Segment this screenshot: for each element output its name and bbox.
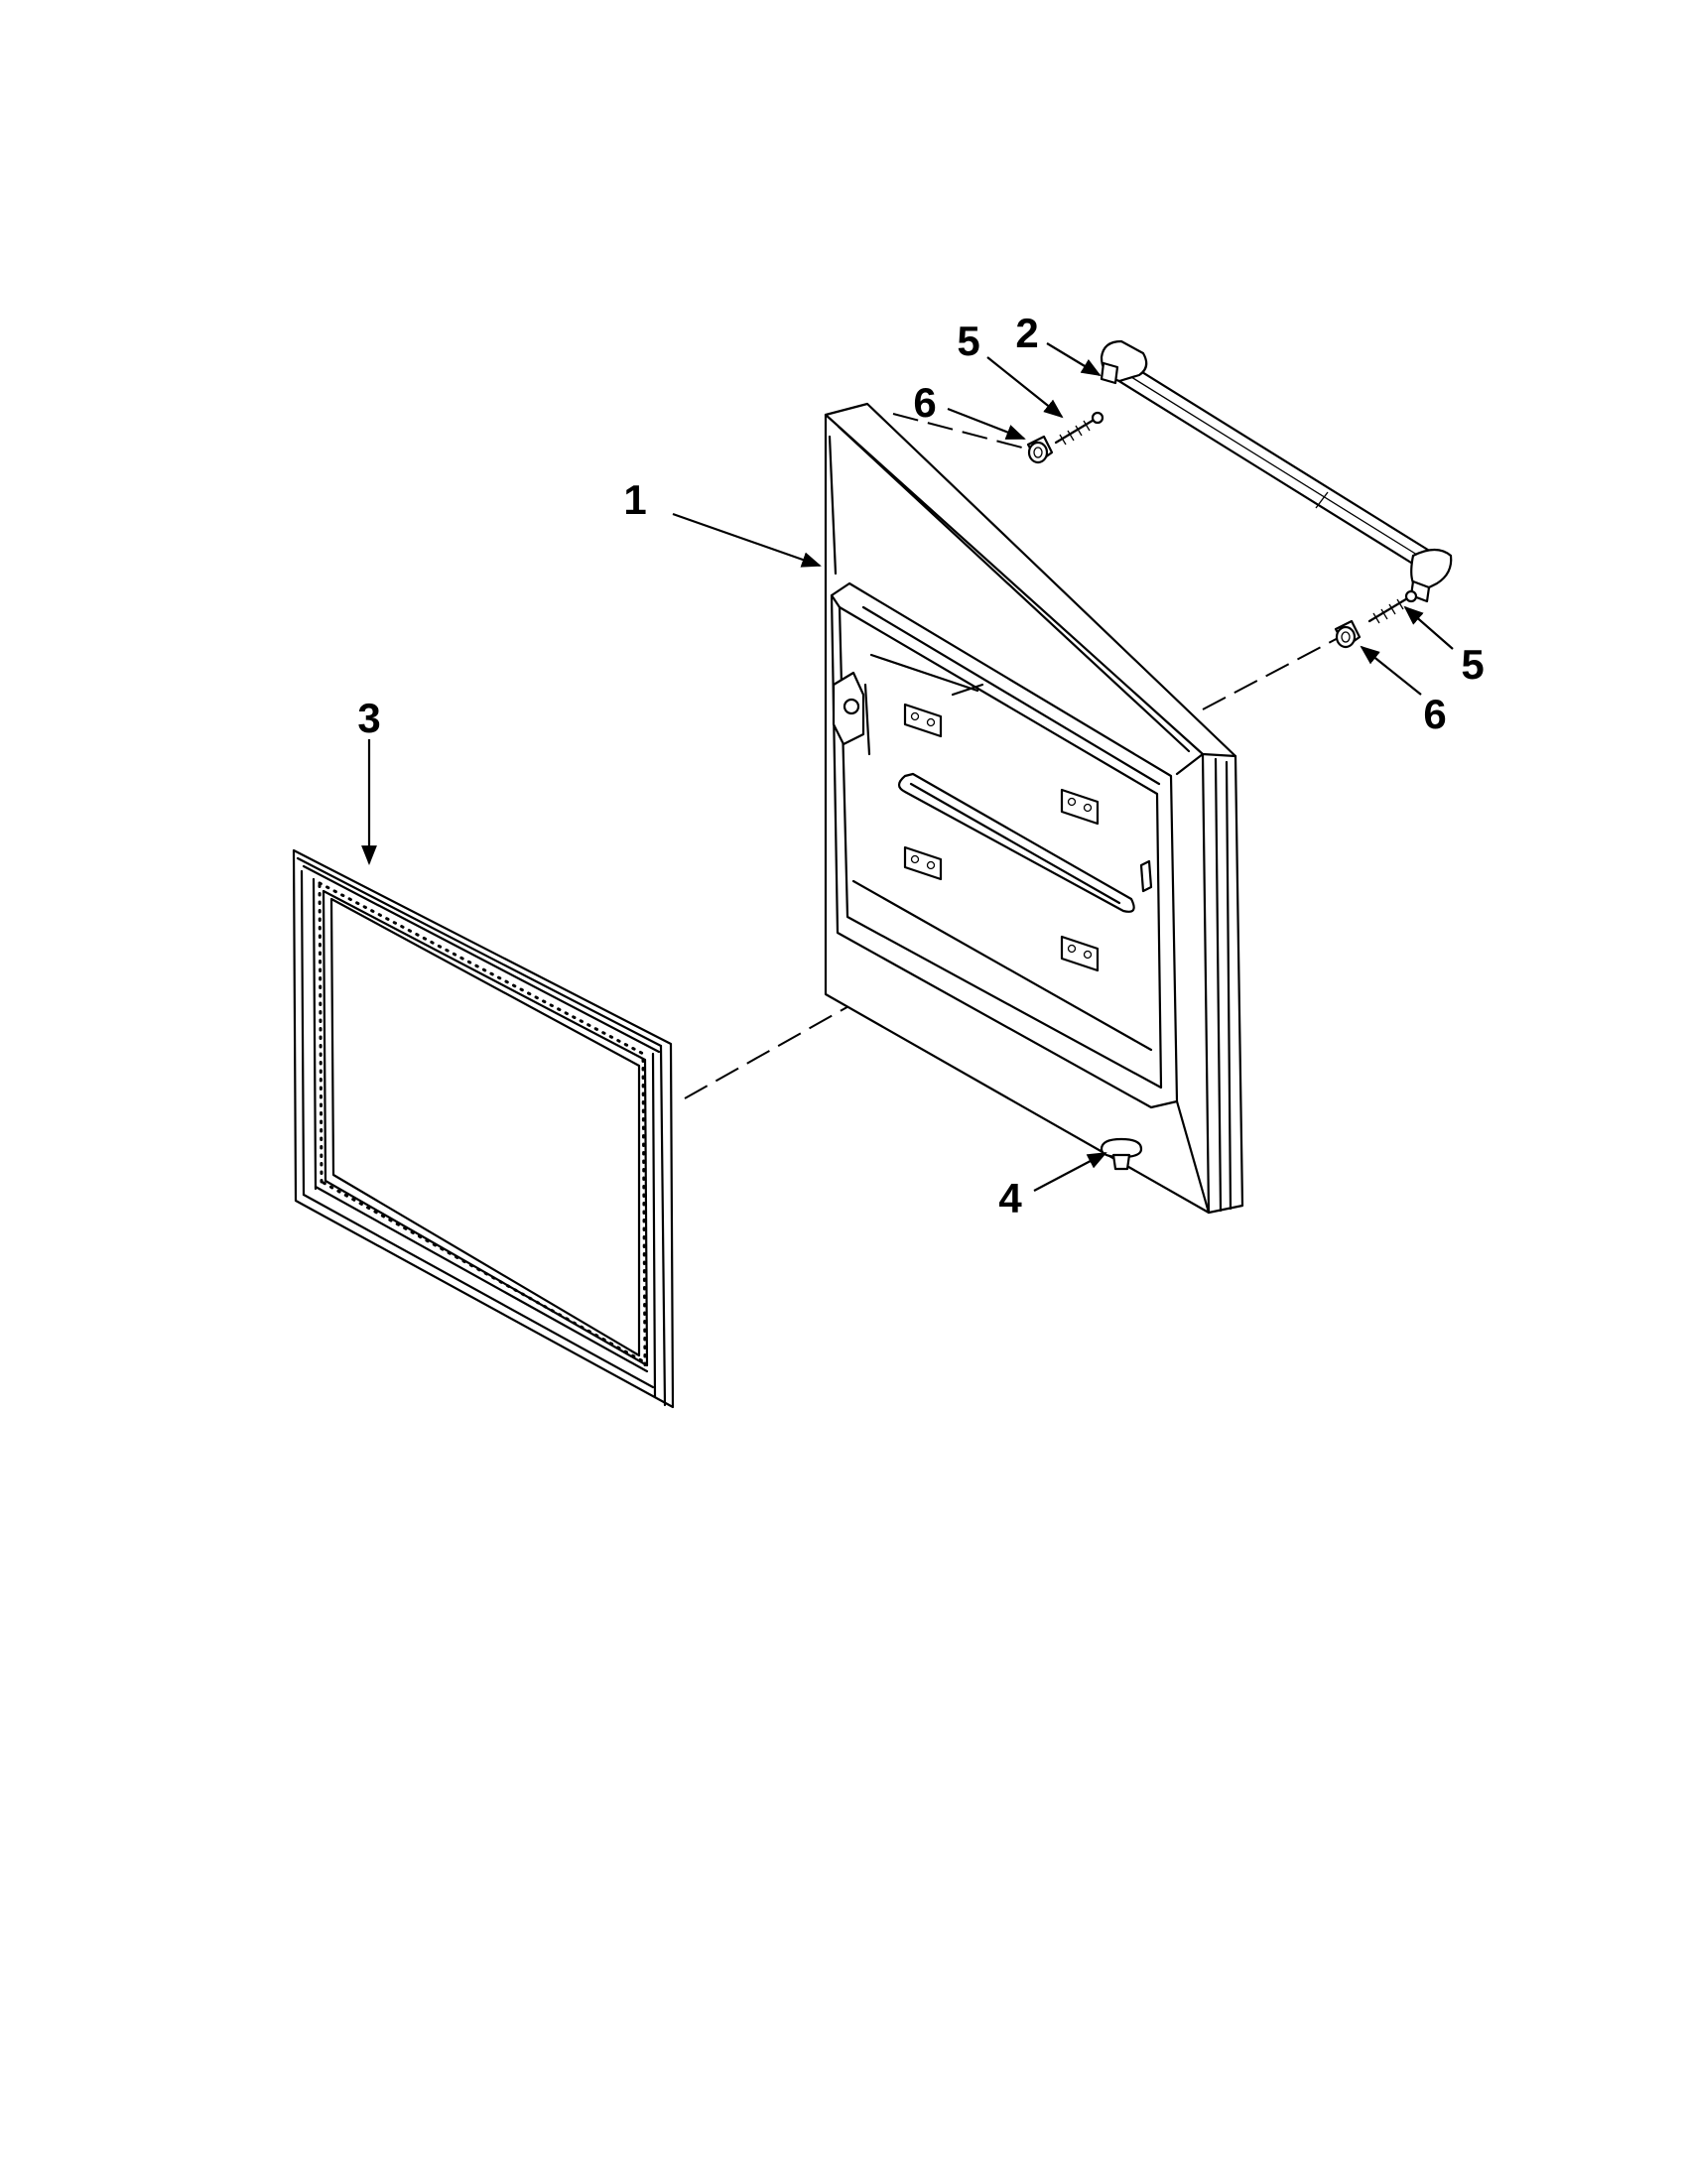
- callout-6-upper: 6: [913, 379, 936, 426]
- door-stop-pin: [1100, 1137, 1143, 1171]
- callout-1: 1: [623, 476, 646, 523]
- door-handle: [1100, 339, 1453, 603]
- spacer-lower: [1334, 619, 1362, 649]
- door-gasket: [292, 848, 675, 1409]
- callout-labels: 1 2 3 4 5 5 6 6: [357, 310, 1484, 1221]
- callout-2: 2: [1015, 310, 1038, 356]
- callout-3: 3: [357, 695, 380, 741]
- mounting-pads: [903, 703, 1100, 972]
- callout-5-lower: 5: [1461, 641, 1484, 688]
- callout-5-upper: 5: [957, 318, 979, 364]
- door-panel: [824, 402, 1244, 1215]
- screw-upper: [1054, 411, 1104, 446]
- callout-leaders: [361, 342, 1454, 1192]
- screw-lower: [1367, 589, 1418, 624]
- callout-4: 4: [998, 1175, 1022, 1221]
- callout-6-lower: 6: [1423, 691, 1446, 737]
- spacer-upper: [1026, 435, 1054, 464]
